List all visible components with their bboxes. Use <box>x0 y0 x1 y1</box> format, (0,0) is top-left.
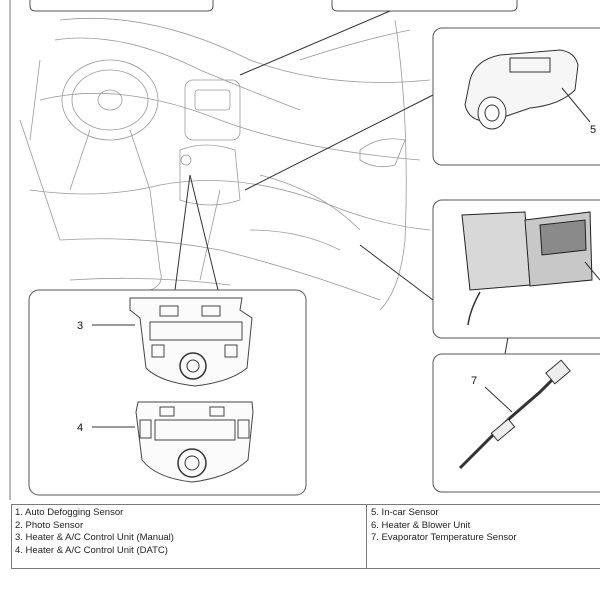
leader-lines <box>174 10 521 355</box>
callout-4: 4 <box>77 422 83 434</box>
component-location-diagram: 3 4 5 7 <box>9 0 600 500</box>
legend-item: 2. Photo Sensor <box>15 519 84 531</box>
callout-7: 7 <box>471 375 477 387</box>
legend-item: 5. In-car Sensor <box>371 507 439 518</box>
legend-item: 7. Evaporator Temperature Sensor <box>371 532 517 543</box>
legend-item: 3. Heater & A/C Control Unit (Manual) <box>15 532 174 543</box>
legend-item: 6. Heater & Blower Unit <box>371 519 471 531</box>
legend-divider <box>366 505 367 568</box>
legend-item: 4. Heater & A/C Control Unit (DATC) <box>15 544 168 556</box>
legend-item: 1. Auto Defogging Sensor <box>15 507 124 518</box>
callout-5: 5 <box>590 124 596 136</box>
legend-table: 1. Auto Defogging Sensor 2. Photo Sensor… <box>11 504 600 569</box>
control-units-inset: 3 4 <box>28 289 307 496</box>
heater-blower-unit-inset <box>432 199 600 339</box>
in-car-sensor-inset: 5 <box>432 27 600 166</box>
top-callout-boxes <box>29 0 518 12</box>
evaporator-sensor-inset: 7 <box>432 353 600 493</box>
legend-column-right: 5. In-car Sensor 6. Heater & Blower Unit… <box>371 507 599 545</box>
vehicle-interior-drawing <box>19 18 431 311</box>
legend-column-left: 1. Auto Defogging Sensor 2. Photo Sensor… <box>15 507 365 557</box>
callout-3: 3 <box>77 320 83 332</box>
